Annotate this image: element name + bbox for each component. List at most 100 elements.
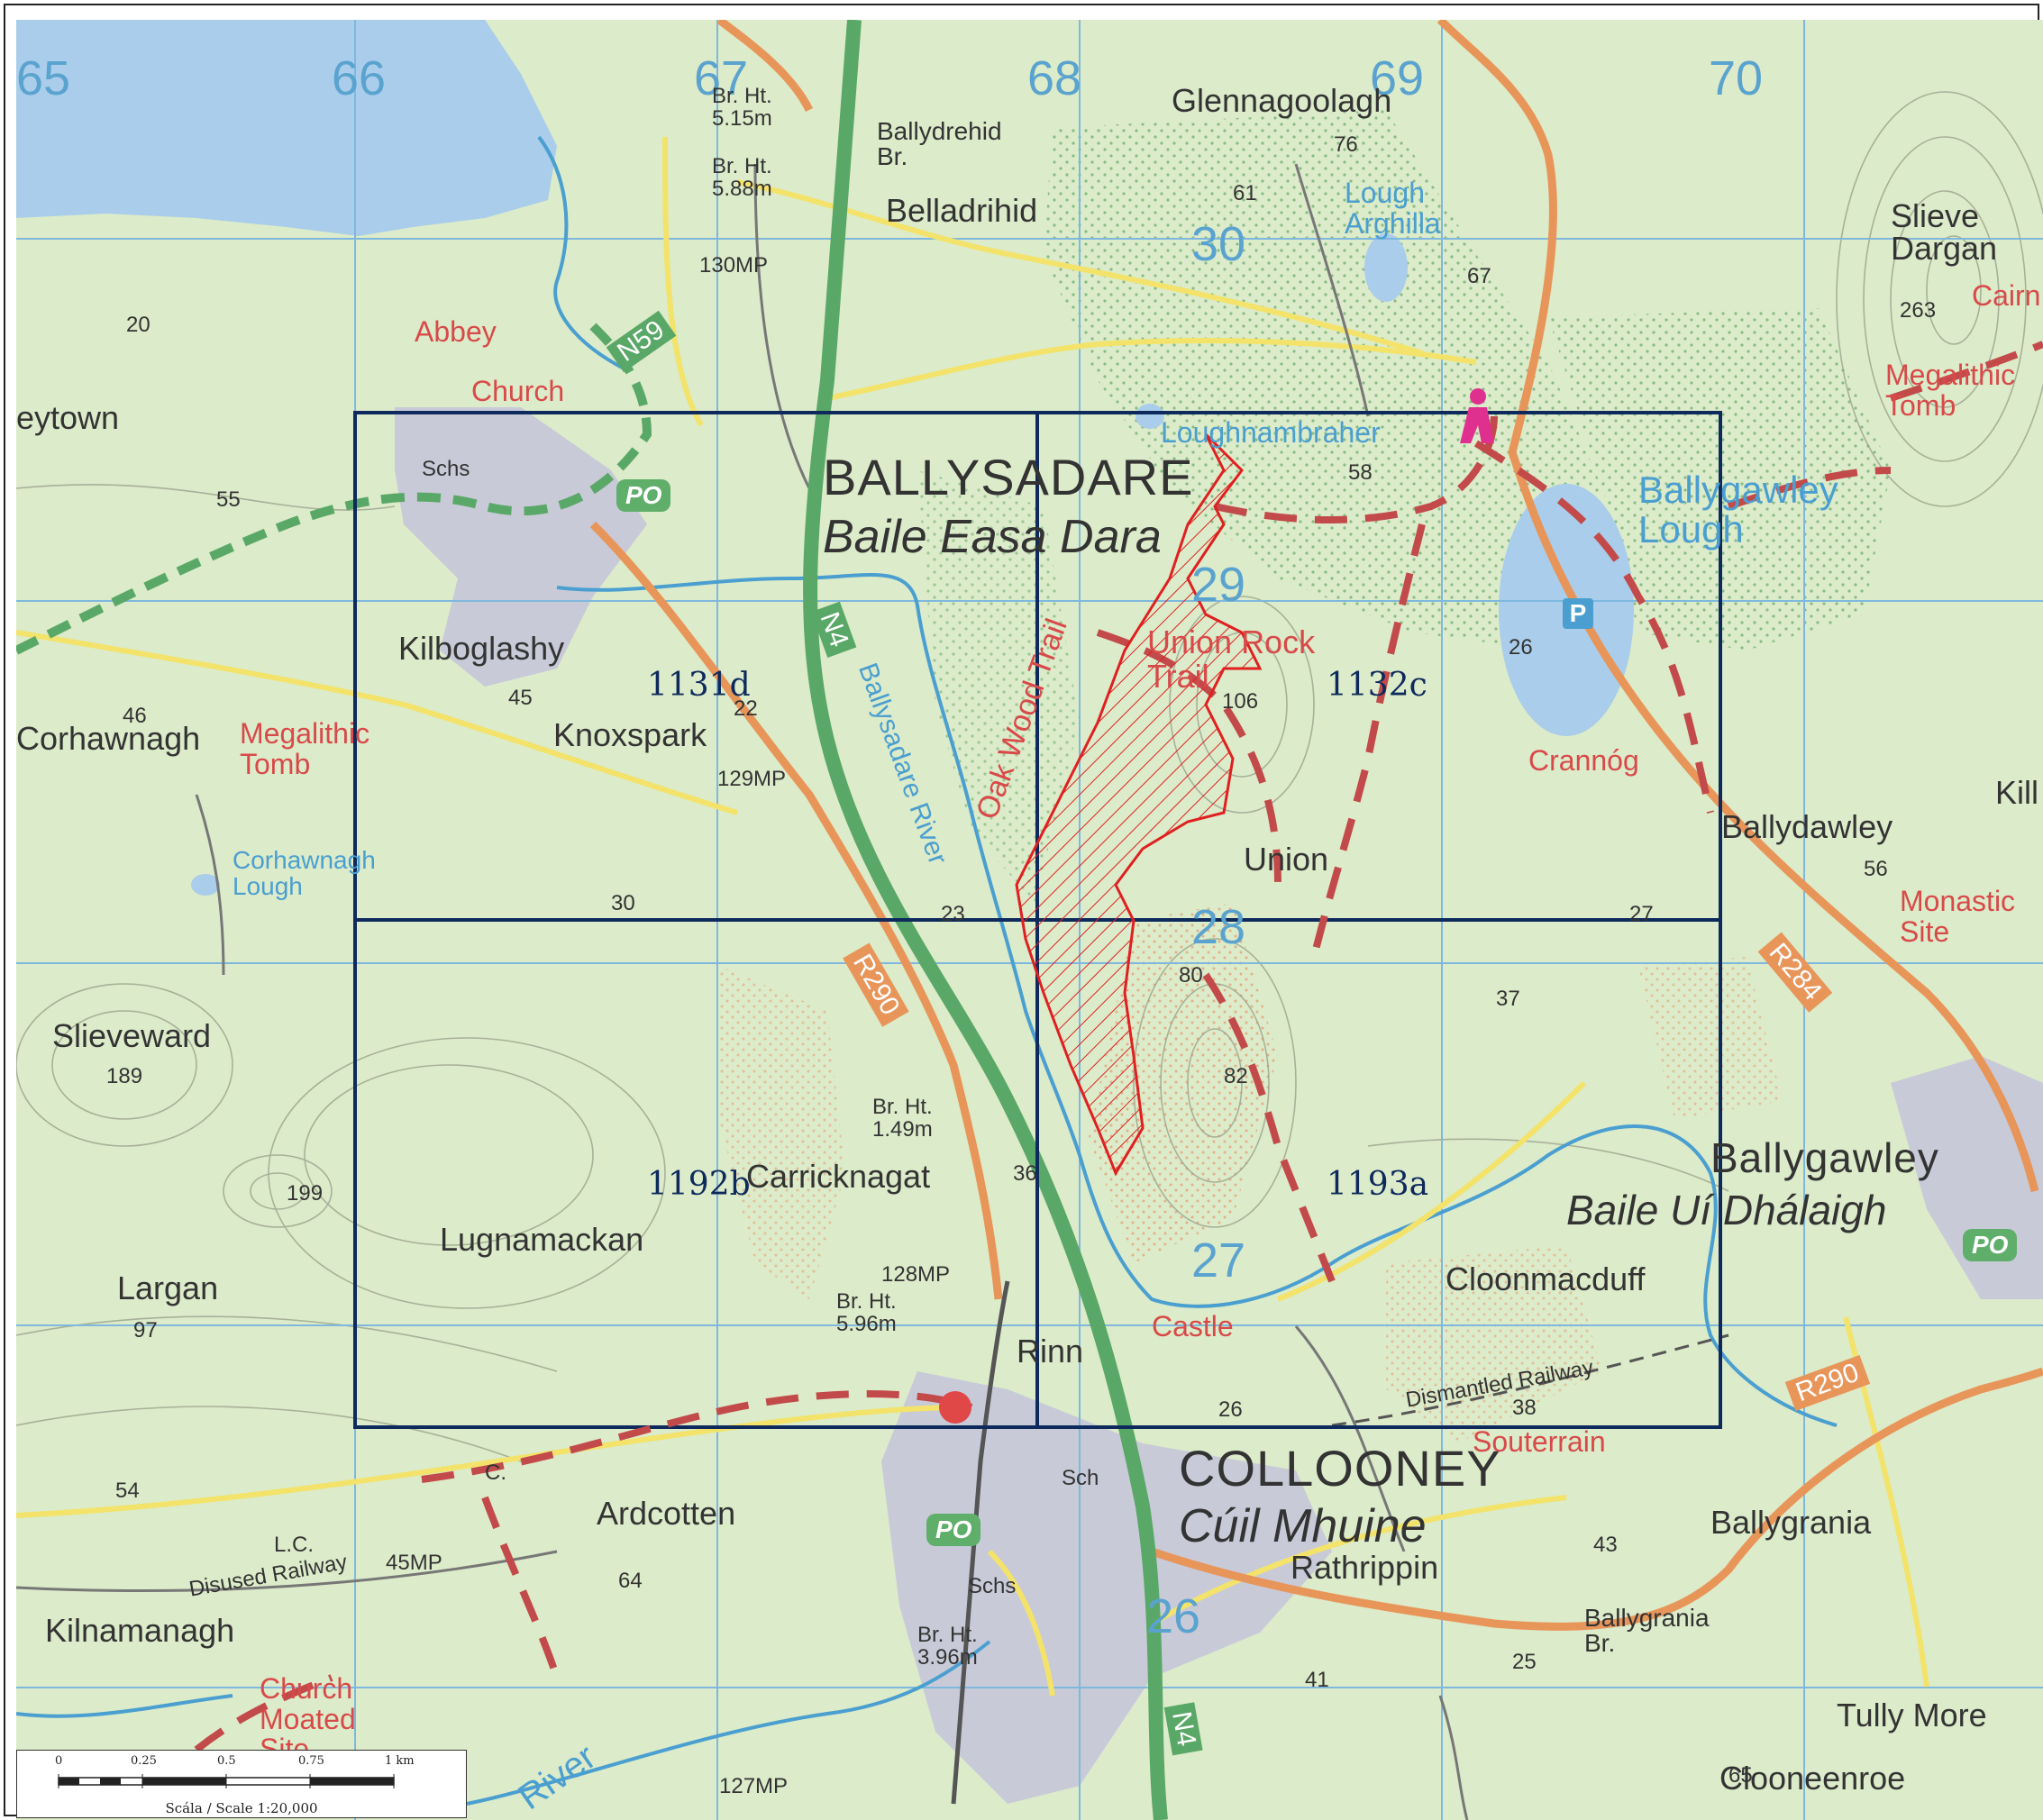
tile-label-1193a[interactable]: 1193a bbox=[1327, 1166, 1429, 1203]
label-milepost-130: 130MP bbox=[699, 253, 769, 278]
scale-tick-05: 0.5 bbox=[217, 1754, 236, 1768]
label-level-crossing: L.C. bbox=[274, 1533, 315, 1557]
place-ardcotten: Ardcotten bbox=[597, 1495, 736, 1532]
label-milepost-129: 129MP bbox=[717, 767, 787, 791]
grid-number-28: 28 bbox=[1191, 900, 1246, 954]
label-c: C. bbox=[485, 1461, 506, 1485]
spot-height-199: 199 bbox=[287, 1181, 324, 1206]
scale-bar: 0 0.25 0.5 0.75 1 km Scála / Scale 1:20,… bbox=[16, 1750, 467, 1818]
place-slieveward: Slieveward bbox=[52, 1017, 212, 1054]
bog-patch-4 bbox=[1638, 957, 1783, 1119]
place-eytown: eytown bbox=[16, 399, 120, 436]
bog-patch-1 bbox=[1089, 903, 1278, 1263]
place-kilnamanagh: Kilnamanagh bbox=[45, 1612, 235, 1649]
place-rathrippin: Rathrippin bbox=[1291, 1549, 1439, 1586]
spot-height-61: 61 bbox=[1233, 181, 1257, 205]
spot-height-55: 55 bbox=[216, 487, 241, 512]
spot-height-26-lough: 26 bbox=[1509, 635, 1533, 660]
spot-height-58: 58 bbox=[1348, 460, 1373, 485]
label-loughnambraher: Loughnambraher bbox=[1161, 416, 1381, 449]
spot-height-54: 54 bbox=[115, 1479, 140, 1503]
place-kill: Kill bbox=[1995, 774, 2039, 811]
place-slieve-dargan: Slieve Dargan bbox=[1891, 197, 1998, 267]
spot-height-82: 82 bbox=[1224, 1064, 1248, 1088]
place-ballydawley: Ballydawley bbox=[1721, 808, 1893, 845]
spot-height-38: 38 bbox=[1512, 1396, 1537, 1420]
parking-icon: P bbox=[1563, 598, 1593, 629]
place-ballydrehid-br: Ballydrehid Br. bbox=[877, 117, 1002, 170]
ballysadare-bay bbox=[16, 20, 557, 236]
grid-number-67: 67 bbox=[694, 51, 749, 105]
woodland-boundary bbox=[1015, 432, 1263, 1177]
lough-arghilla bbox=[1364, 233, 1408, 302]
post-office-ballygawley: PO bbox=[1963, 1229, 2018, 1261]
spot-height-43: 43 bbox=[1593, 1533, 1618, 1557]
label-corhawnagh-lough: Corhawnagh Lough bbox=[233, 846, 376, 901]
place-glennagoolagh: Glennagoolagh bbox=[1172, 82, 1392, 119]
grid-number-30: 30 bbox=[1191, 217, 1246, 271]
spot-height-56: 56 bbox=[1864, 857, 1888, 881]
spot-height-97: 97 bbox=[133, 1318, 158, 1342]
regional-roads bbox=[589, 20, 2043, 1631]
bog-patch-2 bbox=[719, 966, 845, 1299]
minor-roads bbox=[16, 163, 1469, 1820]
scale-bar-graphic bbox=[58, 1774, 395, 1788]
spot-height-27: 27 bbox=[1629, 902, 1654, 926]
label-milepost-45: 45MP bbox=[386, 1551, 442, 1575]
post-office-ballysadare: PO bbox=[616, 479, 671, 512]
spot-height-106: 106 bbox=[1222, 689, 1259, 714]
spot-height-26: 26 bbox=[1218, 1397, 1243, 1422]
place-tully-more: Tully More bbox=[1837, 1697, 1987, 1734]
railway bbox=[951, 1280, 1010, 1805]
label-milepost-127: 127MP bbox=[719, 1774, 789, 1798]
place-corhawnagh: Corhawnagh bbox=[16, 720, 201, 757]
spot-height-76: 76 bbox=[1334, 132, 1358, 157]
tile-label-1132c[interactable]: 1132c bbox=[1327, 667, 1427, 704]
scale-tick-025: 0.25 bbox=[131, 1754, 157, 1768]
place-clooneenroe: Clooneenroe bbox=[1719, 1760, 1906, 1797]
spot-height-36: 36 bbox=[1013, 1161, 1037, 1186]
label-megalithic-tomb-west: Megalithic Tomb bbox=[240, 717, 370, 780]
spot-height-25: 25 bbox=[1512, 1650, 1537, 1674]
bog-patch-3 bbox=[1386, 1245, 1602, 1443]
post-office-collooney: PO bbox=[926, 1514, 981, 1546]
label-cairn: Cairn bbox=[1972, 279, 2041, 312]
label-bridge-height-596: Br. Ht. 5.96m bbox=[836, 1289, 897, 1337]
rivers bbox=[16, 135, 1838, 1806]
place-kilboglashy: Kilboglashy bbox=[398, 630, 565, 667]
scale-tick-075: 0.75 bbox=[298, 1754, 324, 1768]
town-collooney-irish: Cúil Mhuine bbox=[1179, 1500, 1427, 1552]
label-souterrain: Souterrain bbox=[1473, 1425, 1606, 1458]
label-schools-collooney: Schs bbox=[968, 1574, 1017, 1598]
map-canvas[interactable]: 65 66 67 68 69 70 30 29 28 27 26 BALLYSA… bbox=[16, 20, 2043, 1820]
grid-number-70: 70 bbox=[1709, 51, 1764, 105]
tile-label-1131d[interactable]: 1131d bbox=[647, 667, 751, 704]
national-roads bbox=[803, 20, 1168, 1820]
place-cloonmacduff: Cloonmacduff bbox=[1446, 1260, 1646, 1297]
place-ballygrania: Ballygrania bbox=[1710, 1504, 1872, 1541]
label-milepost-128: 128MP bbox=[881, 1262, 951, 1287]
tile-label-1192b[interactable]: 1192b bbox=[647, 1166, 751, 1203]
grid-number-29: 29 bbox=[1191, 558, 1246, 612]
label-bridge-height-515: Br. Ht. 5.15m bbox=[712, 84, 772, 132]
station-marker bbox=[939, 1391, 971, 1424]
spot-height-65: 65 bbox=[1728, 1763, 1753, 1788]
grid-number-66: 66 bbox=[332, 51, 387, 105]
forest-area-north bbox=[1044, 110, 1602, 651]
spot-height-23: 23 bbox=[941, 902, 965, 926]
spot-height-64: 64 bbox=[618, 1569, 643, 1593]
urban-collooney bbox=[881, 1371, 1332, 1804]
grid-number-27: 27 bbox=[1191, 1233, 1246, 1288]
scale-tick-0: 0 bbox=[55, 1754, 63, 1768]
town-ballysadare-irish: Baile Easa Dara bbox=[823, 511, 1162, 563]
walking-trails bbox=[194, 341, 2043, 1753]
scale-tick-1km: 1 km bbox=[385, 1754, 415, 1768]
spot-height-37: 37 bbox=[1496, 987, 1520, 1011]
place-carricknagat: Carricknagat bbox=[746, 1158, 931, 1195]
place-rinn: Rinn bbox=[1017, 1333, 1084, 1370]
spot-height-45: 45 bbox=[508, 686, 533, 710]
corhawnagh-lough bbox=[191, 874, 220, 896]
spot-height-263: 263 bbox=[1900, 298, 1937, 323]
spot-height-67: 67 bbox=[1467, 264, 1491, 288]
label-bridge-height-396: Br. Ht. 3.96m bbox=[917, 1623, 978, 1670]
